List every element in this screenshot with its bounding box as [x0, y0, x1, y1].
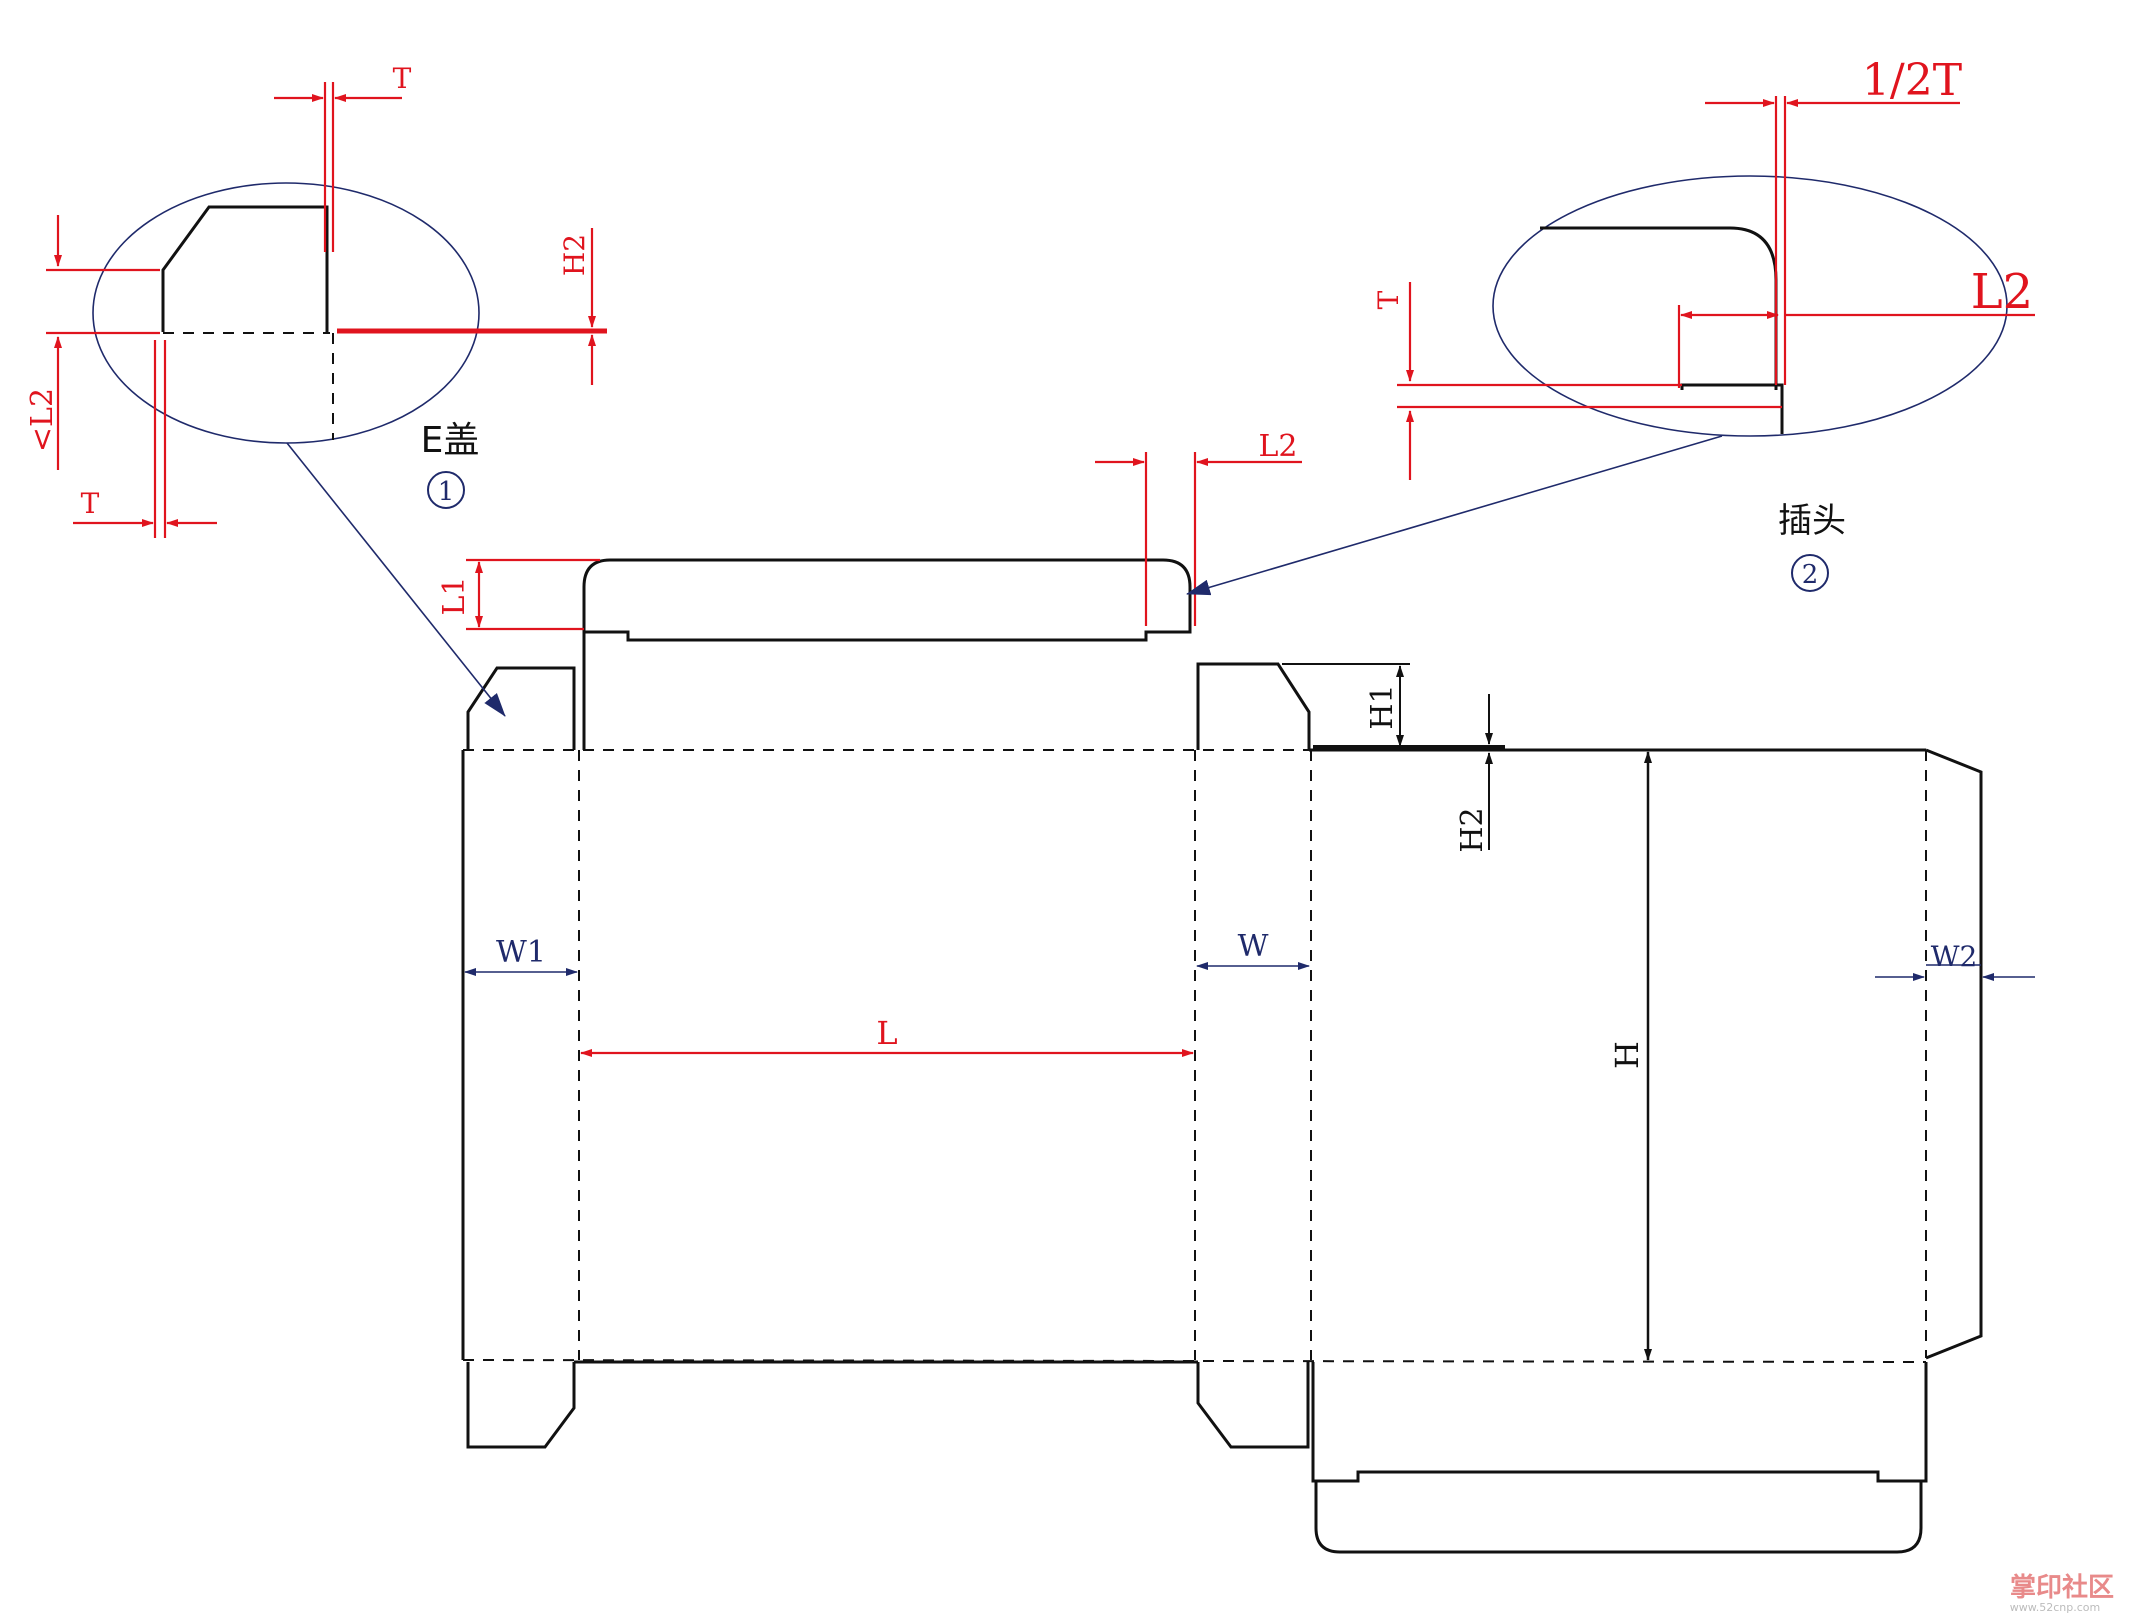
watermark-url: www.52cnp.com	[2010, 1601, 2100, 1614]
detail-tuck-tab: 1/2T L2 T 插头 2	[1186, 55, 2035, 596]
dim-l2-label: L2	[1258, 429, 1297, 464]
dim-l2-label: L2	[1971, 264, 2033, 320]
detail1-ellipse	[92, 182, 480, 444]
main-dimensions: L2 L1 H1 H2 W1 W L H	[437, 429, 2035, 1361]
detail1-title: E盖	[421, 420, 480, 461]
detail2-step	[1680, 383, 1784, 434]
dim-w2-label: W2	[1931, 940, 1978, 973]
top-right-dust-flap	[1196, 662, 1311, 750]
right-glue-flap	[1925, 748, 1983, 1360]
detail1-number-circle	[427, 471, 465, 509]
main-dieline	[461, 558, 1983, 1554]
detail2-callout-arrow	[1186, 435, 1723, 596]
fold-line-bottom	[462, 1359, 1927, 1363]
detail2-top-curve	[1540, 226, 1778, 390]
dim-l-label: L	[876, 1014, 897, 1052]
detail2-number-circle	[1791, 554, 1829, 592]
bottom-left-dust-flap	[466, 1362, 576, 1449]
dim-less-l2-label: <L2	[25, 388, 60, 452]
detail2-title: 插头	[1778, 501, 1846, 541]
watermark: 掌印社区 www.52cnp.com	[2010, 1572, 2114, 1614]
dim-t-top-label: T	[393, 62, 412, 95]
detail2-ellipse	[1492, 175, 2008, 437]
dim-h-label: H	[1608, 1041, 1646, 1069]
dim-l1-label: L1	[437, 576, 472, 615]
dim-h2-label: H2	[558, 234, 591, 276]
top-tuck-flap	[582, 558, 1192, 750]
dim-h2-label: H2	[1455, 807, 1490, 852]
detail1-callout-arrow	[286, 442, 506, 717]
detail1-flap-outline	[161, 205, 329, 332]
detail1-number: 1	[438, 477, 455, 507]
dim-h1-label: H1	[1365, 684, 1400, 729]
dim-t-label: T	[1372, 290, 1405, 309]
dim-w-label: W	[1238, 929, 1269, 964]
watermark-logo: 掌印社区	[2010, 1572, 2114, 1603]
top-left-dust-flap	[466, 666, 576, 750]
bottom-right-dust-flap	[1196, 1362, 1310, 1449]
bottom-tuck-flap	[1311, 1362, 1928, 1554]
dim-w1-label: W1	[496, 935, 546, 970]
detail2-number: 2	[1802, 560, 1819, 590]
detail-e-lid: T H2 <L2 T E盖 1	[25, 62, 607, 717]
dim-half-t-label: 1/2T	[1862, 55, 1962, 106]
dim-t-bottom-label: T	[81, 487, 100, 520]
